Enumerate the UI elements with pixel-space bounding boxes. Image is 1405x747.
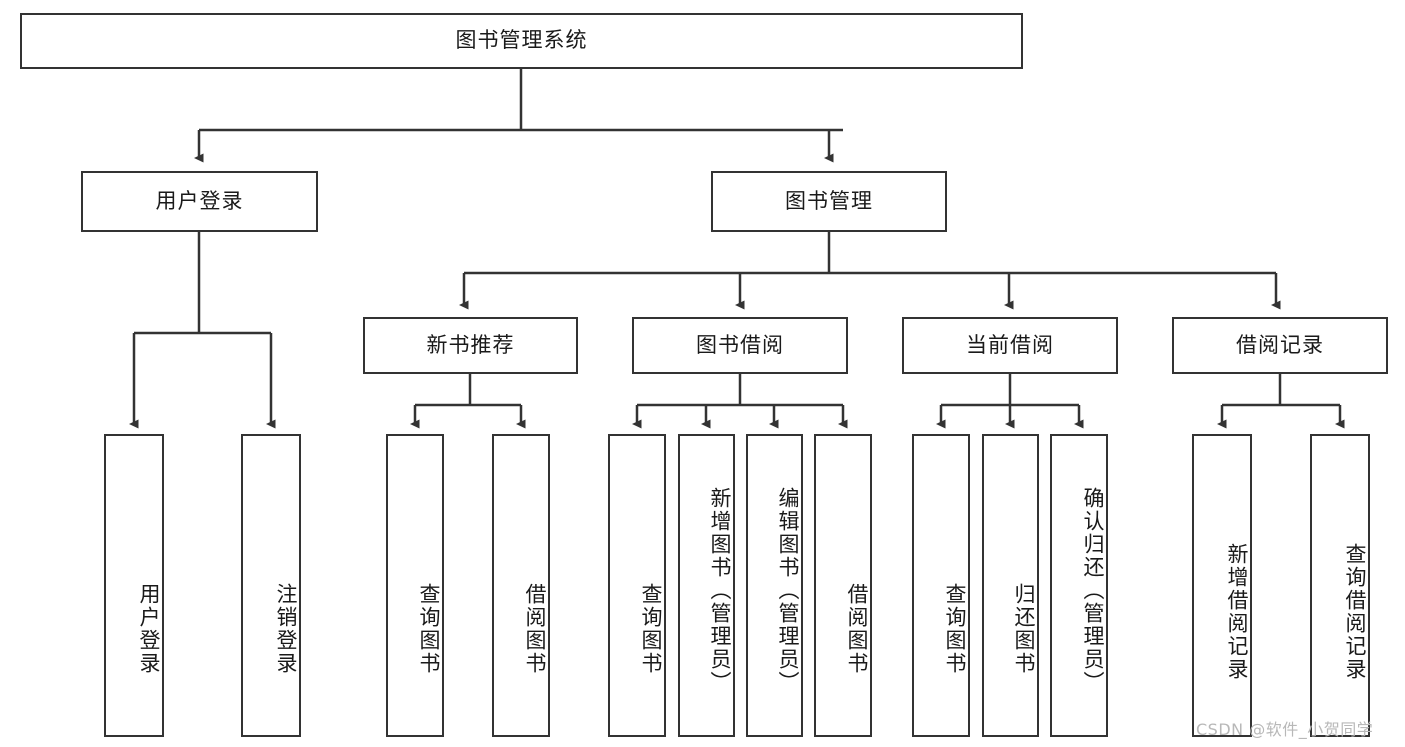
leaf-borrow-book-recommend[interactable]: 借阅图书 bbox=[492, 434, 550, 737]
leaf-add-book-admin[interactable]: 新增图书（管理员） bbox=[678, 434, 735, 737]
csdn-watermark: CSDN @软件_小贺同学 bbox=[1196, 720, 1374, 739]
node-book-borrow[interactable]: 图书借阅 bbox=[632, 317, 848, 374]
leaf-borrow-book-borrow[interactable]: 借阅图书 bbox=[814, 434, 872, 737]
leaf-query-book-current[interactable]: 查询图书 bbox=[912, 434, 970, 737]
node-user-login[interactable]: 用户登录 bbox=[81, 171, 318, 232]
leaf-query-borrow-record[interactable]: 查询借阅记录 bbox=[1310, 434, 1370, 737]
leaf-logout-login[interactable]: 注销登录 bbox=[241, 434, 301, 737]
leaf-query-book-recommend[interactable]: 查询图书 bbox=[386, 434, 444, 737]
node-new-book-recommend[interactable]: 新书推荐 bbox=[363, 317, 578, 374]
leaf-return-book[interactable]: 归还图书 bbox=[982, 434, 1039, 737]
node-current-borrow[interactable]: 当前借阅 bbox=[902, 317, 1118, 374]
leaf-query-book-borrow[interactable]: 查询图书 bbox=[608, 434, 666, 737]
leaf-add-borrow-record[interactable]: 新增借阅记录 bbox=[1192, 434, 1252, 737]
leaf-confirm-return-admin[interactable]: 确认归还（管理员） bbox=[1050, 434, 1108, 737]
leaf-user-login[interactable]: 用户登录 bbox=[104, 434, 164, 737]
node-book-management[interactable]: 图书管理 bbox=[711, 171, 947, 232]
node-root-book-management-system[interactable]: 图书管理系统 bbox=[20, 13, 1023, 69]
node-borrow-record[interactable]: 借阅记录 bbox=[1172, 317, 1388, 374]
leaf-edit-book-admin[interactable]: 编辑图书（管理员） bbox=[746, 434, 803, 737]
